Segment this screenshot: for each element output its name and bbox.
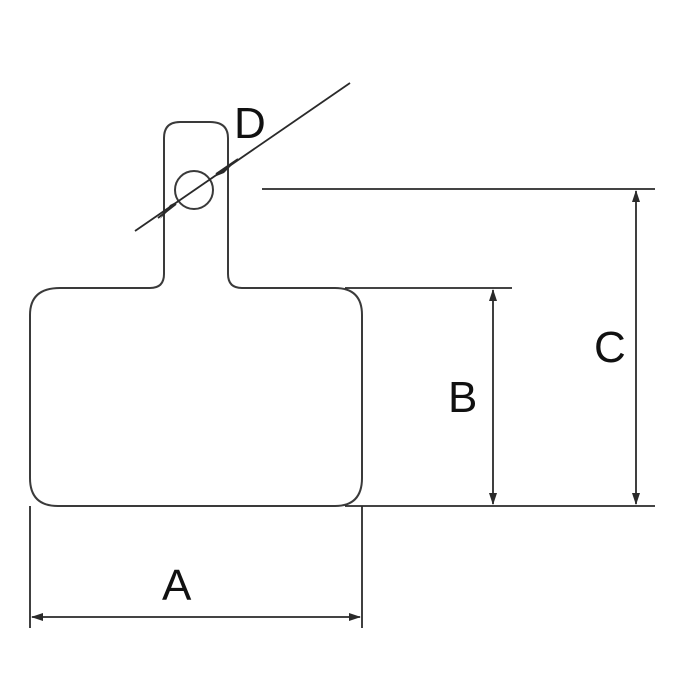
label-a: A — [162, 561, 192, 610]
label-c: C — [594, 323, 626, 372]
arrow-d-lower-shaft — [157, 203, 177, 219]
mounting-hole — [174, 170, 214, 210]
label-d: D — [234, 99, 266, 148]
label-b: B — [448, 373, 477, 422]
brake-pad-outline — [29, 121, 363, 507]
arrow-d-upper-shaft — [215, 158, 239, 175]
